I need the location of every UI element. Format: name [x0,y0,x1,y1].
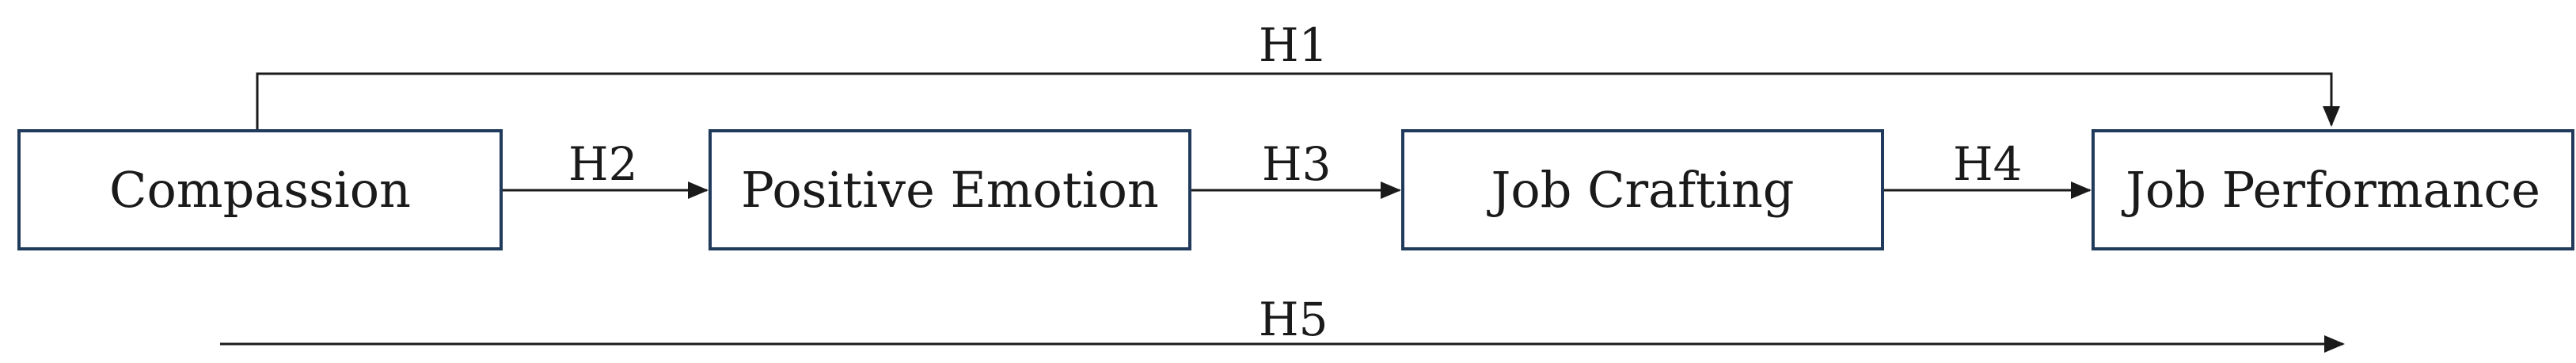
node-job-performance-label: Job Performance [2126,161,2540,219]
node-job-crafting-label: Job Crafting [1491,161,1795,219]
edge-h5-label: H5 [1259,292,1328,346]
edge-h3-label: H3 [1262,137,1332,191]
node-compassion-label: Compassion [109,161,411,219]
node-compassion: Compassion [17,129,503,250]
edge-h4-label: H4 [1953,137,2023,191]
node-job-crafting: Job Crafting [1401,129,1884,250]
edge-h1-line [256,72,2340,129]
node-positive-emotion-label: Positive Emotion [741,161,1159,219]
node-job-performance: Job Performance [2092,129,2574,250]
node-positive-emotion: Positive Emotion [709,129,1191,250]
edge-h1-label: H1 [1259,18,1328,72]
edge-h2-label: H2 [568,137,638,191]
